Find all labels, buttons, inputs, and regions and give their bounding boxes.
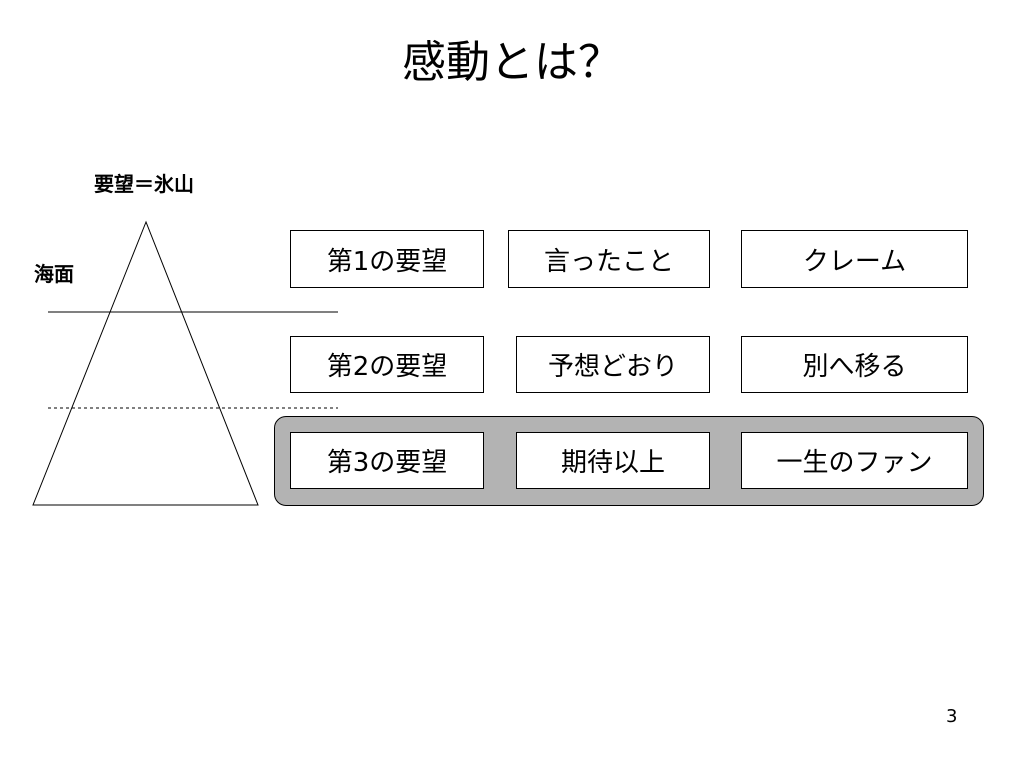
row-1-level-box: 第1の要望 bbox=[290, 230, 484, 288]
iceberg-label: 要望＝氷山 bbox=[94, 172, 194, 196]
row-2-level-box: 第2の要望 bbox=[290, 336, 484, 393]
row-3-result-box: 一生のファン bbox=[741, 432, 968, 489]
row-2-result-box: 別へ移る bbox=[741, 336, 968, 393]
row-3-meaning-box: 期待以上 bbox=[516, 432, 710, 489]
iceberg-diagram bbox=[32, 220, 338, 506]
slide-title: 感動とは？ bbox=[402, 37, 622, 88]
row-2-meaning-box: 予想どおり bbox=[516, 336, 710, 393]
iceberg-triangle bbox=[32, 220, 259, 506]
sea-surface-label: 海面 bbox=[34, 262, 74, 286]
row-3-level-box: 第3の要望 bbox=[290, 432, 484, 489]
row-1-result-box: クレーム bbox=[741, 230, 968, 288]
row-1-meaning-box: 言ったこと bbox=[508, 230, 710, 288]
page-number: 3 bbox=[946, 706, 958, 727]
